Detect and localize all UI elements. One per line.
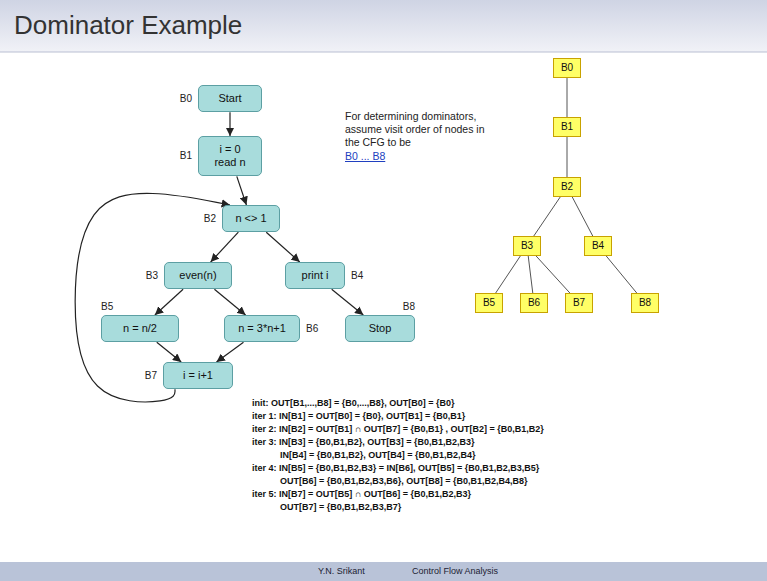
block-name: B7 — [571, 297, 587, 309]
block-code: i = i+1 — [171, 369, 225, 382]
tree-edge — [528, 256, 533, 293]
flow-arrow — [266, 232, 299, 262]
basic-block: B0Start — [198, 85, 262, 112]
flow-arrow — [237, 176, 247, 205]
flow-arrow — [214, 289, 245, 315]
dominator-tree-node: B6 — [520, 293, 548, 313]
block-name: B7 — [145, 370, 157, 382]
dominator-tree-node: B0 — [553, 58, 581, 78]
flow-arrow — [229, 112, 230, 136]
block-name: B0 — [559, 62, 575, 74]
flow-arrow — [155, 289, 183, 315]
block-name: B2 — [204, 213, 216, 225]
basic-block: B4print i — [285, 262, 345, 289]
block-name: B4 — [590, 240, 606, 252]
basic-block: B7i = i+1 — [163, 362, 233, 389]
iteration-step: iter 3: IN[B3] = {B0,B1,B2}, OUT[B3] = {… — [252, 437, 475, 448]
block-code: even(n) — [172, 269, 224, 282]
iteration-step: iter 4: IN[B5] = {B0,B1,B2,B3} = IN[B6],… — [252, 463, 539, 474]
basic-block: B1i = 0 read n — [198, 136, 262, 176]
iteration-step: IN[B4] = {B0,B1,B2}, OUT[B4] = {B0,B1,B2… — [280, 450, 476, 461]
basic-block: B8Stop — [345, 315, 415, 342]
dominator-tree-node: B3 — [513, 236, 541, 256]
iteration-step: init: OUT[B1,...,B8] = {B0,...,B8}, OUT[… — [252, 398, 455, 409]
iteration-step: OUT[B6] = {B0,B1,B2,B3,B6}, OUT[B8] = {B… — [280, 476, 528, 487]
flow-arrow — [75, 193, 230, 402]
block-code: n <> 1 — [230, 212, 272, 225]
basic-block: B3even(n) — [164, 262, 232, 289]
block-name: B8 — [637, 297, 653, 309]
block-code: n = n/2 — [109, 322, 171, 335]
block-code: Stop — [353, 322, 407, 335]
visit-order: B0 ... B8 — [345, 150, 385, 163]
dominator-tree-node: B8 — [631, 293, 659, 313]
dominator-tree-node: B2 — [553, 177, 581, 197]
block-code: Start — [206, 92, 254, 105]
flow-arrow — [157, 342, 181, 362]
dominator-tree-node: B4 — [584, 236, 612, 256]
block-name: B8 — [403, 301, 415, 313]
basic-block: B2n <> 1 — [222, 205, 280, 232]
tree-edge — [572, 197, 592, 236]
flow-arrow — [211, 232, 239, 262]
block-name: B4 — [351, 270, 363, 282]
title-rule — [0, 52, 767, 53]
tree-edge — [536, 256, 570, 293]
flow-arrow — [332, 289, 364, 315]
block-name: B0 — [180, 93, 192, 105]
block-code: print i — [293, 269, 337, 282]
tree-edge — [606, 256, 637, 293]
block-name: B3 — [146, 270, 158, 282]
basic-block: B6n = 3*n+1 — [224, 315, 300, 342]
iteration-step: iter 5: IN[B7] = OUT[B5] ∩ OUT[B6] = {B0… — [252, 489, 471, 500]
block-name: B3 — [519, 240, 535, 252]
dominator-tree-node: B5 — [475, 293, 503, 313]
block-name: B6 — [306, 323, 318, 335]
title-bar — [0, 0, 767, 52]
iteration-step: iter 2: IN[B2] = OUT[B1] ∩ OUT[B7] = {B0… — [252, 424, 544, 435]
iteration-step: OUT[B7] = {B0,B1,B2,B3,B7} — [280, 502, 401, 513]
tree-edge — [567, 78, 568, 117]
block-name: B6 — [526, 297, 542, 309]
block-code: n = 3*n+1 — [232, 322, 292, 335]
footer-bar — [0, 562, 767, 581]
footer-author: Y.N. Srikant — [318, 566, 365, 576]
tree-edge — [496, 256, 521, 293]
flow-arrow — [217, 342, 244, 362]
block-name: B1 — [559, 121, 575, 133]
tree-edge — [534, 197, 560, 236]
block-code: i = 0 read n — [208, 143, 252, 169]
footer-topic: Control Flow Analysis — [412, 566, 498, 576]
block-name: B1 — [180, 150, 192, 162]
block-name: B5 — [481, 297, 497, 309]
block-name: B2 — [559, 181, 575, 193]
note-text: For determining dominators, assume visit… — [345, 110, 495, 149]
dominator-tree-node: B7 — [565, 293, 593, 313]
basic-block: B5n = n/2 — [101, 315, 179, 342]
slide-title: Dominator Example — [14, 10, 242, 41]
dominator-tree-node: B1 — [553, 117, 581, 137]
iteration-step: iter 1: IN[B1] = OUT[B0] = {B0}, OUT[B1]… — [252, 411, 465, 422]
tree-edge — [567, 137, 568, 177]
block-name: B5 — [101, 301, 113, 313]
